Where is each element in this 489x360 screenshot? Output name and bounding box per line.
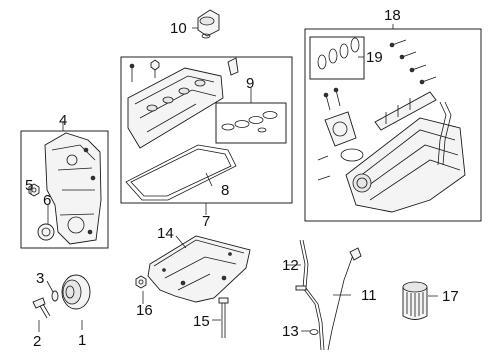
callout-2: 2 (33, 333, 41, 350)
oil-filter (402, 281, 428, 320)
fuel-rail (374, 91, 437, 131)
callout-3: 3 (36, 270, 44, 287)
intake-manifold (345, 117, 466, 213)
callout-7: 7 (202, 213, 210, 230)
injector-seal-kit-box (309, 36, 365, 80)
oil-pan (147, 235, 251, 303)
pcv-hose (437, 101, 452, 166)
valve-cover-group-box (120, 56, 293, 204)
callout-19: 19 (366, 49, 383, 66)
callout-8: 8 (221, 182, 229, 199)
valve-cover-gasket (125, 144, 237, 201)
pulley-washer (51, 290, 59, 302)
crankshaft-pulley (61, 274, 91, 310)
pulley-bolt (32, 297, 51, 319)
drain-plug (135, 275, 147, 289)
front-crank-seal (37, 223, 55, 241)
timing-cover-nut (28, 183, 40, 197)
callout-1: 1 (78, 332, 86, 349)
pan-bolt (218, 297, 229, 338)
callout-11: 11 (361, 287, 377, 304)
cover-bolt (129, 59, 160, 82)
fuel-injectors (389, 39, 437, 85)
callout-17: 17 (442, 288, 459, 305)
throttle-gasket (340, 148, 364, 162)
callout-5: 5 (25, 177, 33, 194)
callout-18: 18 (384, 7, 401, 24)
callout-16: 16 (136, 302, 153, 319)
leader-lines (30, 24, 438, 332)
timing-cover (44, 132, 102, 245)
callout-4: 4 (59, 112, 67, 129)
callout-13: 13 (282, 323, 299, 340)
valve-cover (127, 67, 224, 149)
throttle-body (324, 111, 357, 147)
dipstick (327, 247, 362, 351)
callout-10: 10 (170, 20, 187, 37)
injector-seals (317, 37, 360, 70)
callout-9: 9 (246, 75, 254, 92)
callout-numbers: 1 2 3 4 5 6 7 8 9 10 11 12 13 14 15 16 1… (25, 7, 459, 350)
cover-sensor (227, 57, 239, 76)
manifold-studs (317, 87, 341, 181)
callout-15: 15 (193, 313, 210, 330)
timing-cover-group-box (20, 130, 109, 249)
callout-6: 6 (43, 192, 51, 209)
dipstick-tube (295, 239, 325, 351)
tube-o-ring (309, 329, 319, 335)
oil-filler-cap (197, 9, 220, 39)
seal-kit-parts (221, 111, 278, 133)
valve-cover-seal-kit-box (215, 102, 287, 144)
callout-14: 14 (157, 225, 174, 242)
callout-12: 12 (282, 257, 299, 274)
